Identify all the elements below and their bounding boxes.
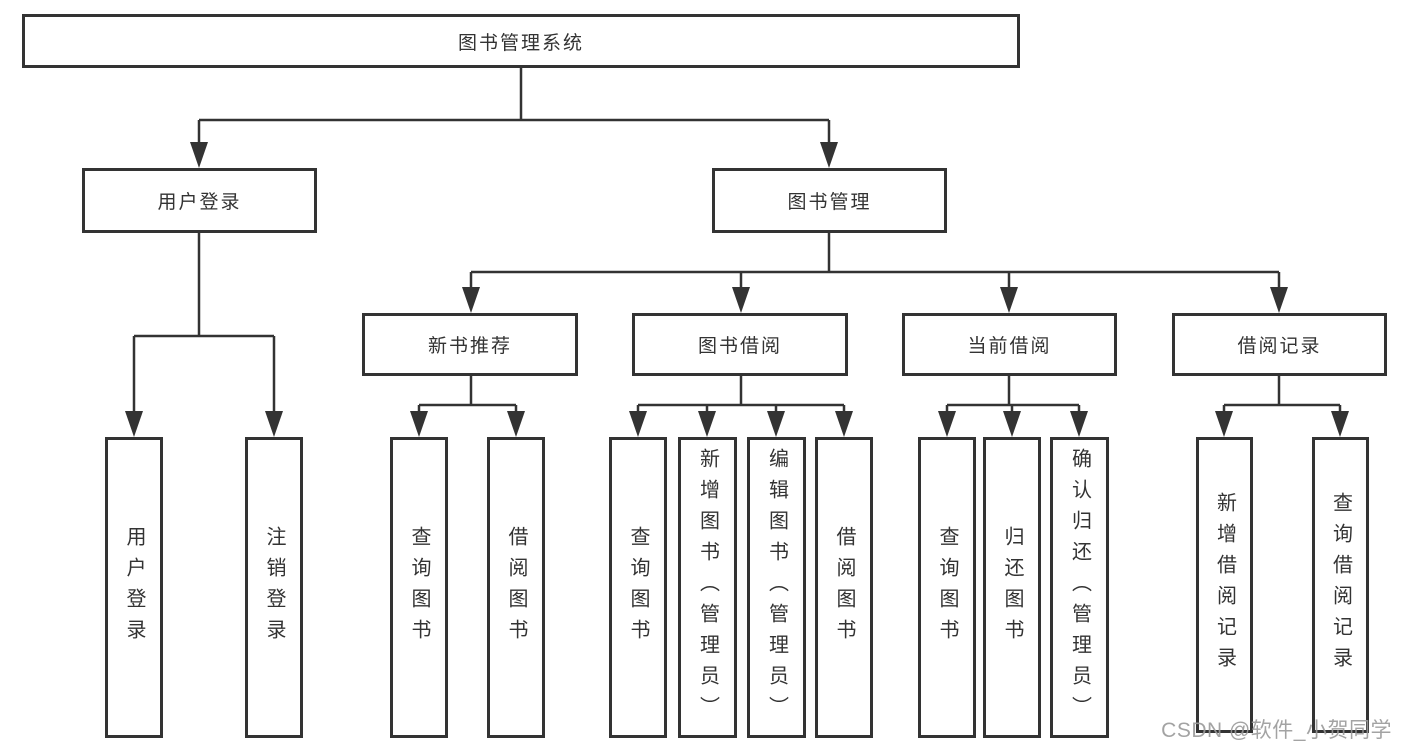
node-user-login: 用户登录	[82, 168, 317, 233]
node-borrowing-records: 借阅记录	[1172, 313, 1387, 376]
node-label: 注销登录	[263, 525, 285, 650]
arrow-down-icon	[265, 411, 283, 437]
arrow-down-icon	[410, 411, 428, 437]
node-label: 借阅记录	[1237, 336, 1322, 357]
node-label: 新书推荐	[427, 336, 512, 357]
node-label: 查询图书	[936, 525, 958, 650]
leaf-query-books-1: 查询图书	[390, 437, 448, 738]
arrow-down-icon	[835, 411, 853, 437]
node-label: 查询借阅记录	[1329, 492, 1352, 678]
arrow-down-icon	[1000, 287, 1018, 313]
arrow-down-icon	[125, 411, 143, 437]
node-label: 编辑图书（管理员）	[765, 448, 788, 727]
node-current-borrowing: 当前借阅	[902, 313, 1117, 376]
node-label: 新增图书（管理员）	[696, 448, 719, 727]
arrow-down-icon	[462, 287, 480, 313]
leaf-logout-login: 注销登录	[245, 437, 303, 738]
node-label: 借阅图书	[505, 525, 527, 650]
leaf-return-books: 归还图书	[983, 437, 1041, 738]
arrow-down-icon	[938, 411, 956, 437]
leaf-add-books-admin: 新增图书（管理员）	[678, 437, 737, 738]
leaf-query-books-3: 查询图书	[918, 437, 976, 738]
leaf-borrow-books-1: 借阅图书	[487, 437, 545, 738]
node-label: 查询图书	[627, 525, 649, 650]
arrowheads	[125, 142, 1349, 437]
node-label: 归还图书	[1001, 525, 1023, 650]
node-label: 用户登录	[157, 192, 242, 213]
node-new-book-recommend: 新书推荐	[362, 313, 578, 376]
node-label: 当前借阅	[967, 336, 1052, 357]
node-label: 新增借阅记录	[1213, 492, 1236, 678]
arrow-down-icon	[1331, 411, 1349, 437]
node-label: 用户登录	[123, 525, 145, 650]
leaf-borrow-books-2: 借阅图书	[815, 437, 873, 738]
leaf-query-books-2: 查询图书	[609, 437, 667, 738]
arrow-down-icon	[1003, 411, 1021, 437]
leaf-add-borrow-record: 新增借阅记录	[1196, 437, 1253, 733]
node-library-system: 图书管理系统	[22, 14, 1020, 68]
node-label: 借阅图书	[833, 525, 855, 650]
node-label: 查询图书	[408, 525, 430, 650]
arrow-down-icon	[767, 411, 785, 437]
leaf-confirm-return-admin: 确认归还（管理员）	[1050, 437, 1109, 738]
leaf-user-login: 用户登录	[105, 437, 163, 738]
connector-paths	[132, 68, 1342, 415]
node-label: 图书管理	[787, 192, 872, 213]
node-label: 确认归还（管理员）	[1068, 448, 1091, 727]
arrow-down-icon	[820, 142, 838, 168]
arrow-down-icon	[1070, 411, 1088, 437]
arrow-down-icon	[507, 411, 525, 437]
node-book-borrowing: 图书借阅	[632, 313, 848, 376]
node-book-management: 图书管理	[712, 168, 947, 233]
node-label: 图书借阅	[697, 336, 782, 357]
csdn-watermark: CSDN @软件_小贺同学	[1161, 719, 1392, 742]
leaf-edit-books-admin: 编辑图书（管理员）	[747, 437, 806, 738]
arrow-down-icon	[629, 411, 647, 437]
node-label: 图书管理系统	[457, 32, 584, 54]
arrow-down-icon	[732, 287, 750, 313]
arrow-down-icon	[1270, 287, 1288, 313]
leaf-query-borrow-record: 查询借阅记录	[1312, 437, 1369, 733]
arrow-down-icon	[190, 142, 208, 168]
arrow-down-icon	[698, 411, 716, 437]
arrow-down-icon	[1215, 411, 1233, 437]
